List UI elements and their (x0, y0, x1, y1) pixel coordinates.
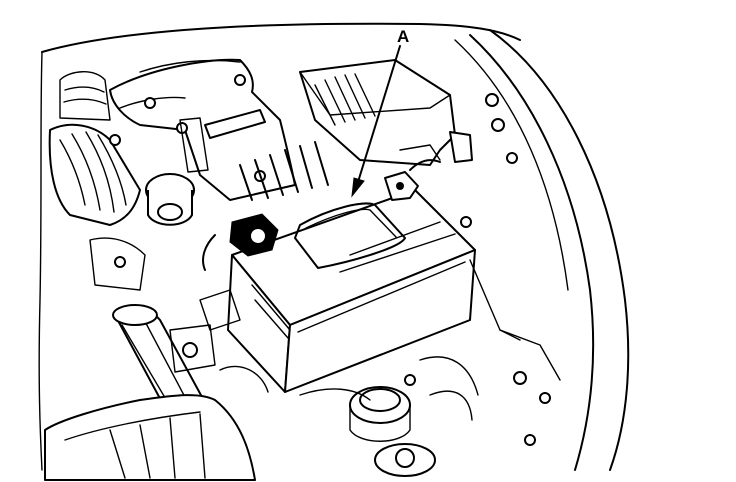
hatch-lines (239, 141, 329, 201)
air-box (44, 394, 256, 481)
fender-bolts (460, 93, 561, 446)
fuse-box (299, 59, 473, 166)
callout-a: A (351, 27, 409, 198)
battery (227, 189, 476, 393)
engine-bay-frame (38, 22, 630, 471)
battery-terminals (202, 159, 441, 271)
intake-hose (48, 71, 141, 226)
callout-label: A (397, 27, 409, 46)
radiator-cap (349, 386, 436, 477)
bay-components (89, 134, 479, 421)
canister (145, 117, 209, 226)
